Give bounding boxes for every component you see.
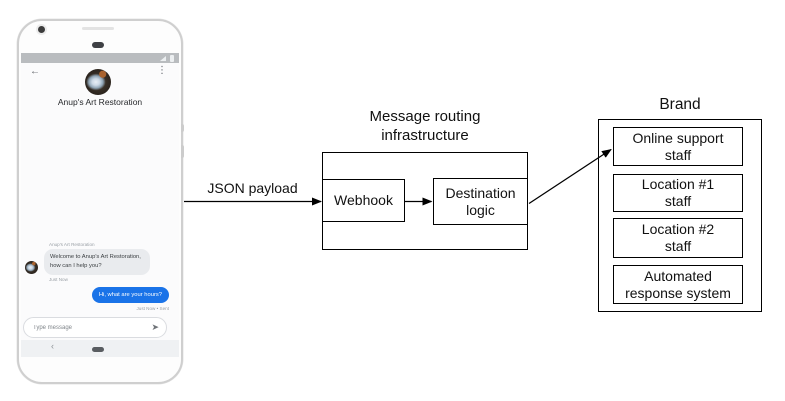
outgoing-message-bubble: Hi, what are your hours? xyxy=(91,287,169,303)
webhook-node: Webhook xyxy=(322,179,405,222)
json-payload-label: JSON payload xyxy=(207,180,298,196)
message-composer[interactable]: ➤ xyxy=(23,317,167,338)
brand-item-label: Location #2 xyxy=(641,221,715,237)
front-camera-icon xyxy=(38,26,45,33)
phone-mockup: ← ⋮ Anup's Art Restoration Anup's Art Re… xyxy=(17,19,184,384)
routing-infrastructure-title: Message routing infrastructure xyxy=(369,108,481,144)
destination-label-line1: Destination xyxy=(445,184,516,201)
brand-item-label: Location #1 xyxy=(641,176,715,192)
conversation-title: Anup's Art Restoration xyxy=(57,97,143,107)
sender-label: Anup's Art Restoration xyxy=(49,242,95,247)
volume-button xyxy=(181,145,184,158)
speaker-slot xyxy=(82,27,114,30)
brand-item-automated-response: Automated response system xyxy=(613,265,743,304)
phone-screen: ← ⋮ Anup's Art Restoration Anup's Art Re… xyxy=(21,53,179,357)
message-avatar xyxy=(25,261,38,274)
battery-icon xyxy=(170,55,174,62)
brand-item-label: Online support xyxy=(632,129,724,146)
brand-item-label: staff xyxy=(664,193,692,209)
earpiece-speaker xyxy=(92,42,104,48)
destination-label-line2: logic xyxy=(466,201,495,218)
brand-item-location-1: Location #1 staff xyxy=(613,174,743,212)
brand-item-location-2: Location #2 staff xyxy=(613,218,743,258)
back-arrow-icon[interactable]: ← xyxy=(30,66,40,77)
more-options-icon[interactable]: ⋮ xyxy=(157,65,167,76)
signal-icon xyxy=(160,56,166,61)
home-button[interactable] xyxy=(92,347,104,352)
status-bar xyxy=(21,53,179,63)
message-input[interactable] xyxy=(33,324,152,331)
brand-item-label: staff xyxy=(664,238,692,254)
incoming-timestamp: Just Now xyxy=(49,277,68,282)
send-icon[interactable]: ➤ xyxy=(151,322,159,332)
power-button xyxy=(181,124,184,132)
brand-container-box xyxy=(598,119,762,312)
brand-item-online-support: Online support staff xyxy=(613,127,743,166)
destination-logic-node: Destination logic xyxy=(433,178,528,225)
brand-item-label: staff xyxy=(664,146,692,163)
incoming-message-bubble: Welcome to Anup's Art Restoration, how c… xyxy=(44,249,150,275)
brand-item-label: response system xyxy=(625,284,731,301)
brand-item-label: Automated xyxy=(644,267,712,284)
webhook-label: Webhook xyxy=(334,192,393,208)
brand-title: Brand xyxy=(659,96,701,113)
business-avatar xyxy=(85,69,111,95)
nav-back-icon[interactable]: ‹ xyxy=(51,341,54,351)
android-nav-bar: ‹ xyxy=(21,340,179,357)
outgoing-timestamp: Just Now • Sent xyxy=(136,306,169,311)
